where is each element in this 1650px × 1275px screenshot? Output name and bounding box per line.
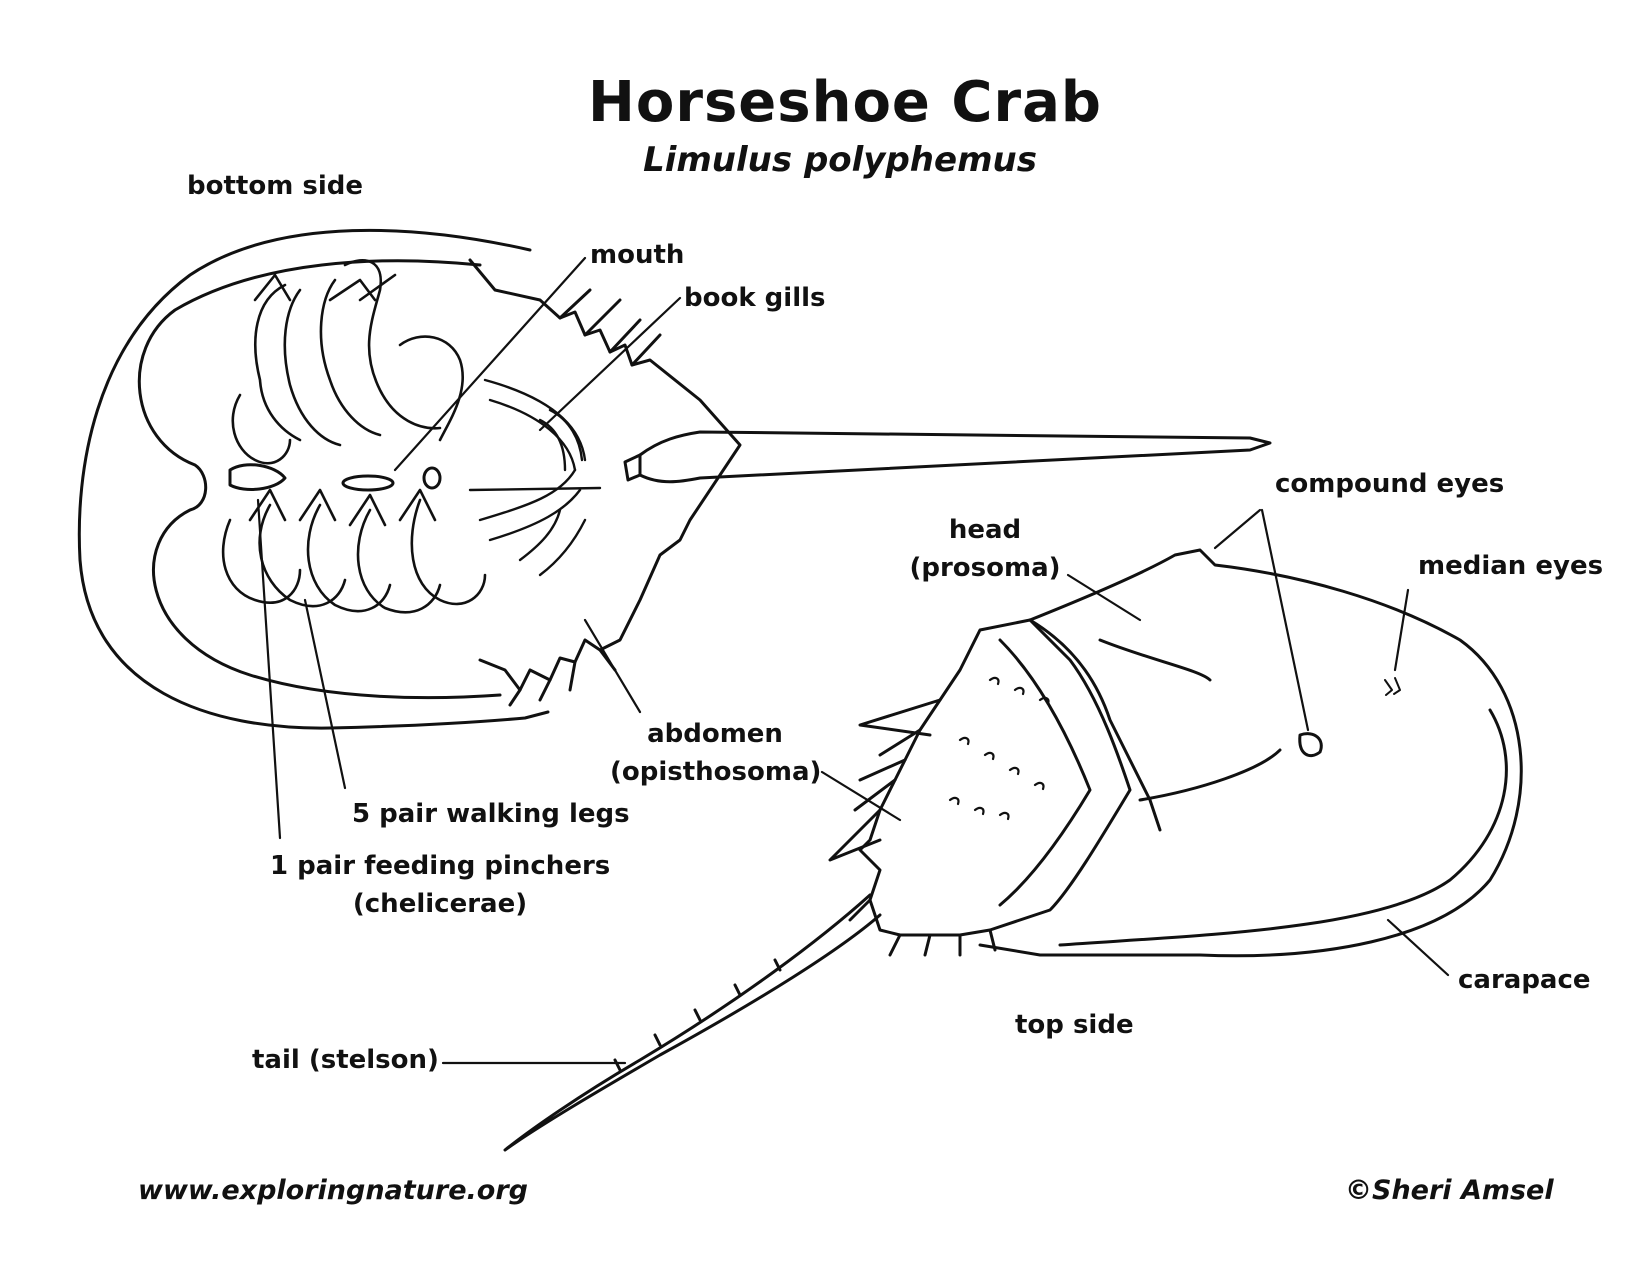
bottom-abdomen-shell — [468, 258, 742, 692]
mouth-drawing — [341, 474, 395, 492]
label-book-gills: book gills — [684, 283, 826, 313]
bottom-tail-drawing — [638, 430, 1272, 484]
label-mouth: mouth — [590, 240, 685, 270]
label-abdomen: abdomen — [647, 719, 783, 749]
label-compound-eyes: compound eyes — [1275, 469, 1505, 499]
label-prosoma: (prosoma) — [909, 553, 1061, 583]
label-head: head — [948, 515, 1022, 545]
bottom-carapace-outline — [77, 228, 550, 730]
bottom-view-crab — [77, 228, 1272, 730]
label-carapace: carapace — [1458, 965, 1591, 995]
footer-website: www.exploringnature.org — [138, 1175, 528, 1206]
top-carapace-outline — [978, 548, 1523, 958]
label-tail: tail (stelson) — [252, 1045, 439, 1075]
footer-copyright: ©Sheri Amsel — [1345, 1175, 1554, 1206]
label-walking-legs: 5 pair walking legs — [352, 799, 630, 829]
page-title: Horseshoe Crab — [587, 70, 1102, 135]
top-tail-drawing — [503, 893, 882, 1152]
book-gills-drawing — [468, 378, 602, 577]
top-view-crab — [503, 548, 1523, 1152]
label-median-eyes: median eyes — [1418, 551, 1604, 581]
top-carapace-rim — [1058, 708, 1508, 947]
leader-lines — [256, 256, 1450, 1065]
label-bottom-side: bottom side — [187, 171, 363, 201]
bottom-carapace-rim — [137, 259, 502, 700]
label-opisthosoma: (opisthosoma) — [610, 757, 822, 787]
label-chelicerae: (chelicerae) — [352, 889, 528, 919]
label-feeding-pinchers: 1 pair feeding pinchers — [270, 851, 611, 881]
page-subtitle: Limulus polyphemus — [643, 140, 1037, 180]
top-abdomen-shell — [858, 618, 1132, 937]
label-top-side: top side — [1015, 1010, 1134, 1040]
median-eyes-drawing — [1384, 677, 1401, 696]
compound-eye-drawing — [1298, 732, 1323, 758]
